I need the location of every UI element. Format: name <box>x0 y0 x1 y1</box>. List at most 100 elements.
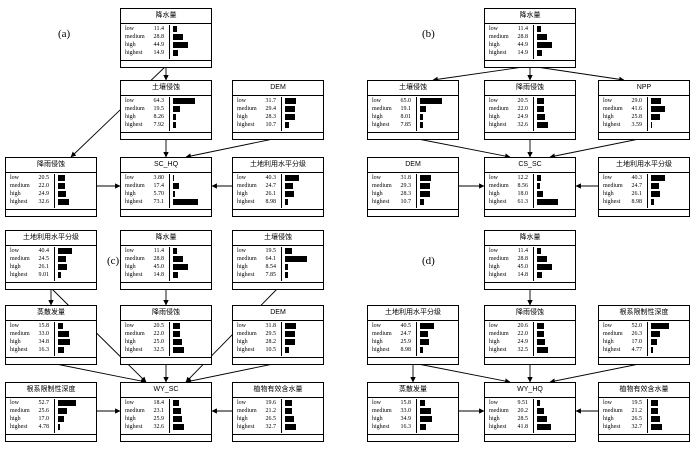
state-label: high <box>125 416 136 422</box>
state-label: medium <box>603 106 623 112</box>
edge-b-rain-to-soil <box>432 65 531 82</box>
probability-bar <box>537 98 544 104</box>
state-probability: 19.5 <box>153 106 165 112</box>
state-probability: 5.70 <box>153 191 165 197</box>
state-probability: 15.8 <box>400 400 412 406</box>
bar-axis <box>533 247 534 281</box>
state-label: high <box>10 191 21 197</box>
state-probability: 17.0 <box>631 339 643 345</box>
state-label: low <box>372 400 381 406</box>
probability-bar <box>58 256 67 262</box>
state-label: high <box>489 339 500 345</box>
node-title: 土地利用水平分级 <box>599 158 689 173</box>
probability-bar <box>173 34 183 40</box>
edge-b-npp-to-target <box>549 137 645 159</box>
bar-axis <box>647 399 648 433</box>
state-probability: 20.5 <box>153 323 165 329</box>
probability-bar <box>58 272 62 278</box>
state-probability: 8.98 <box>265 199 277 205</box>
probability-bar <box>420 424 426 430</box>
probability-bar <box>537 42 553 48</box>
probability-bar <box>420 199 424 205</box>
state-probability: 28.8 <box>517 34 529 40</box>
state-label: low <box>489 400 498 406</box>
state-row: low 20.5 <box>8 174 94 182</box>
state-label: low <box>10 175 19 181</box>
state-probability: 32.6 <box>38 199 50 205</box>
probability-bar <box>58 175 65 181</box>
state-probability: 24.5 <box>38 256 50 262</box>
node-title: SC_HQ <box>121 158 211 173</box>
state-label: low <box>603 98 612 104</box>
probability-bar <box>420 183 430 189</box>
state-label: medium <box>237 183 257 189</box>
bar-axis <box>281 97 282 131</box>
probability-bar <box>537 416 547 422</box>
state-label: highest <box>372 122 390 128</box>
probability-bar <box>173 400 180 406</box>
probability-bar <box>537 323 544 329</box>
state-label: low <box>372 323 381 329</box>
state-label: highest <box>489 122 507 128</box>
state-probability: 26.3 <box>631 331 643 337</box>
state-label: medium <box>125 183 145 189</box>
state-label: high <box>372 114 383 120</box>
probability-bar <box>651 400 658 406</box>
state-probability: 32.5 <box>153 347 165 353</box>
state-label: high <box>603 114 614 120</box>
probability-bar <box>537 50 543 56</box>
state-label: low <box>125 98 134 104</box>
node-title: 植物有效含水量 <box>233 383 323 398</box>
probability-bar <box>651 416 660 422</box>
state-probability: 20.5 <box>38 175 50 181</box>
state-label: highest <box>603 122 621 128</box>
state-label: highest <box>237 424 255 430</box>
state-probability: 11.4 <box>517 248 528 254</box>
probability-bar <box>537 183 540 189</box>
edge-d-root-to-target <box>549 362 645 384</box>
state-probability: 26.1 <box>631 191 643 197</box>
probability-bar <box>651 191 660 197</box>
state-probability: 12.2 <box>517 175 529 181</box>
probability-bar <box>537 424 552 430</box>
state-label: highest <box>489 50 507 56</box>
probability-bar <box>173 272 179 278</box>
state-probability: 8.54 <box>265 264 277 270</box>
node-title: 土壤侵蚀 <box>368 81 458 96</box>
node-title: 降水量 <box>485 231 575 246</box>
state-probability: 3.80 <box>153 175 165 181</box>
state-probability: 25.8 <box>631 114 643 120</box>
state-probability: 25.0 <box>153 339 165 345</box>
probability-bar <box>537 264 553 270</box>
probability-bar <box>173 183 179 189</box>
probability-bar <box>58 183 66 189</box>
probability-bar <box>58 331 70 337</box>
probability-bar <box>285 175 299 181</box>
probability-bar <box>537 34 547 40</box>
probability-bar <box>173 424 185 430</box>
state-probability: 33.0 <box>38 331 50 337</box>
